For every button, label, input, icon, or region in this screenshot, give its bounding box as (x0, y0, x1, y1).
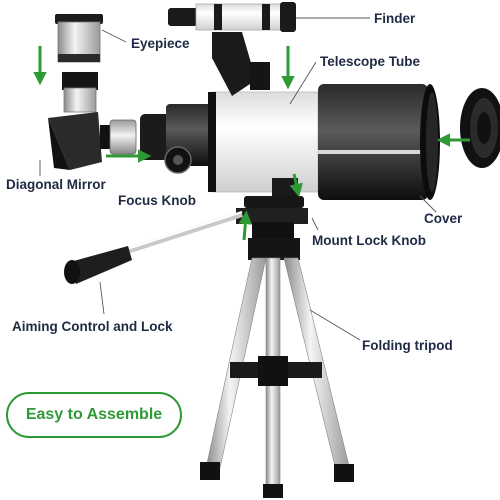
label-folding-tripod: Folding tripod (362, 338, 453, 353)
finder-part (168, 2, 296, 96)
label-focus-knob: Focus Knob (118, 193, 196, 208)
leader-lines (39, 17, 437, 341)
label-diagonal-mirror: Diagonal Mirror (6, 177, 106, 192)
assembly-arrows (33, 46, 470, 241)
telescope-tube-part (208, 84, 440, 200)
label-finder: Finder (374, 11, 416, 26)
aiming-control-part (64, 211, 243, 284)
badge-text: Easy to Assemble (25, 406, 163, 423)
diagonal-mirror-part (48, 72, 137, 170)
tripod-part (200, 238, 354, 498)
label-telescope-tube: Telescope Tube (320, 54, 421, 69)
label-eyepiece: Eyepiece (131, 36, 190, 51)
eyepiece-part (55, 14, 103, 63)
cover-part (460, 88, 500, 168)
mount-part (236, 178, 308, 240)
label-aiming-control: Aiming Control and Lock (12, 319, 173, 334)
easy-assemble-badge: Easy to Assemble (6, 392, 182, 438)
focuser-part (140, 104, 218, 174)
label-cover: Cover (424, 211, 463, 226)
label-mount-lock-knob: Mount Lock Knob (312, 233, 426, 248)
